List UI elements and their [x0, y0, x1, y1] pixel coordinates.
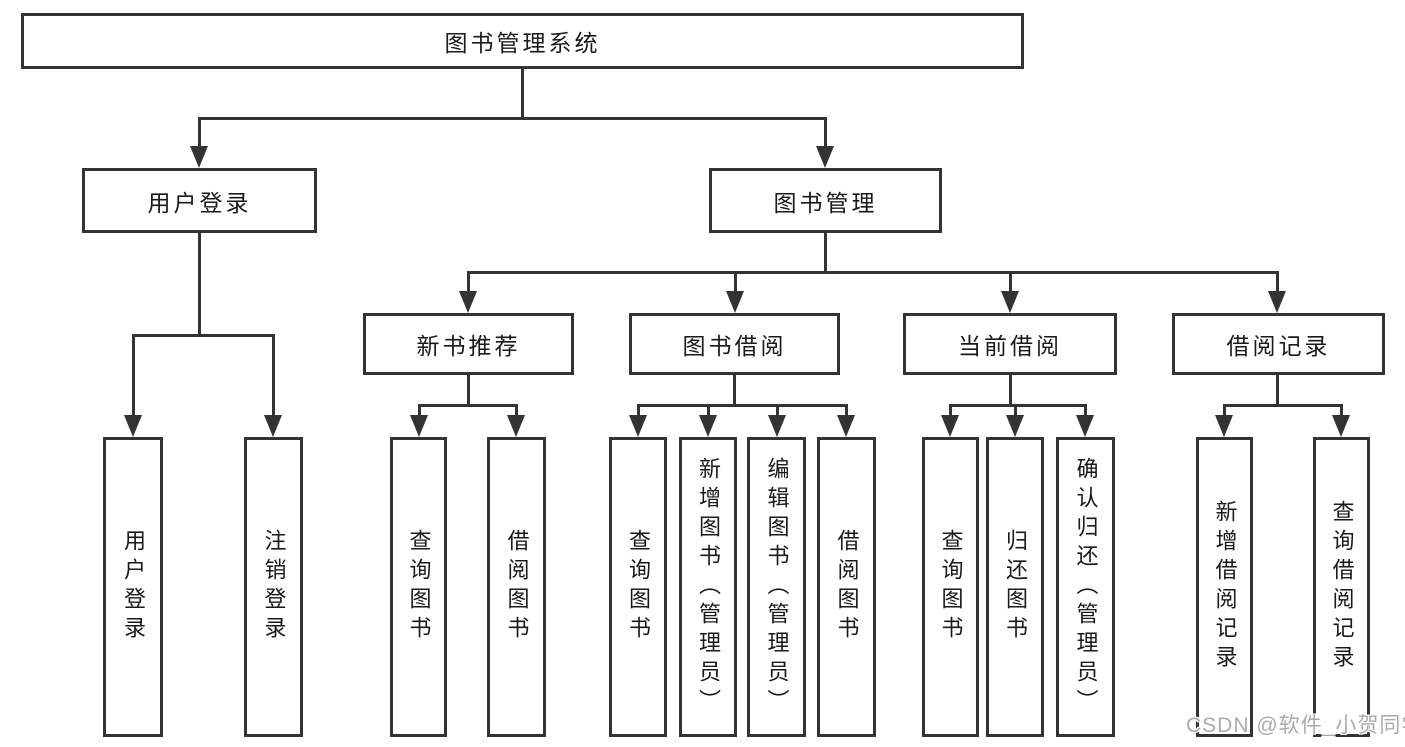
arrow-down-icon	[629, 415, 647, 437]
connector-drop	[132, 334, 135, 417]
node-label: 编辑图书（管理员）	[764, 456, 790, 718]
node-label: 用户登录	[147, 189, 252, 216]
connector-drop	[467, 271, 470, 293]
node-current-borrow: 当前借阅	[903, 313, 1117, 375]
node-borrow-records: 借阅记录	[1172, 313, 1385, 375]
connector-bus	[198, 117, 826, 120]
connector-bus	[467, 271, 1279, 274]
arrow-down-icon	[1006, 415, 1024, 437]
connector-drop	[734, 271, 737, 293]
node-new-book-recommend: 新书推荐	[363, 313, 574, 375]
arrow-down-icon	[1332, 415, 1350, 437]
node-label: 查询借阅记录	[1329, 500, 1355, 674]
connector-stem	[1009, 375, 1012, 407]
leaf-borrow-book: 借阅图书	[817, 437, 876, 737]
connector-drop	[845, 404, 848, 417]
arrow-down-icon	[699, 415, 717, 437]
node-user-login: 用户登录	[82, 168, 317, 233]
node-label: 图书管理系统	[444, 30, 601, 56]
leaf-query-book-recommend: 查询图书	[390, 437, 447, 737]
connector-drop	[418, 404, 421, 417]
leaf-borrow-book-recommend: 借阅图书	[487, 437, 546, 737]
arrow-down-icon	[816, 146, 834, 168]
node-label: 查询图书	[406, 529, 432, 645]
node-label: 确认归还（管理员）	[1073, 456, 1099, 718]
node-label: 当前借阅	[958, 333, 1062, 359]
node-label: 查询图书	[626, 529, 651, 645]
leaf-confirm-return-admin: 确认归还（管理员）	[1056, 437, 1115, 737]
connector-drop	[637, 404, 640, 417]
connector-bus	[1223, 404, 1342, 407]
arrow-down-icon	[1076, 415, 1094, 437]
connector-drop	[707, 404, 710, 417]
leaf-query-borrow-record: 查询借阅记录	[1313, 437, 1370, 737]
leaf-add-book-admin: 新增图书（管理员）	[679, 437, 737, 737]
connector-drop	[198, 117, 201, 149]
node-label: 新增图书（管理员）	[696, 456, 721, 718]
leaf-edit-book-admin: 编辑图书（管理员）	[747, 437, 806, 737]
connector-drop	[949, 404, 952, 417]
node-library-system: 图书管理系统	[21, 13, 1024, 69]
node-book-management: 图书管理	[709, 168, 942, 233]
arrow-down-icon	[124, 415, 142, 437]
arrow-down-icon	[1215, 415, 1233, 437]
connector-bus	[637, 404, 847, 407]
csdn-watermark: CSDN @软件_小贺同学	[1186, 714, 1405, 737]
arrow-down-icon	[507, 415, 525, 437]
connector-stem	[521, 69, 524, 120]
connector-stem	[733, 375, 736, 407]
node-label: 借阅图书	[834, 529, 860, 645]
node-label: 新书推荐	[416, 333, 521, 359]
node-label: 归还图书	[1003, 529, 1028, 645]
arrow-down-icon	[726, 291, 744, 313]
connector-drop	[1009, 271, 1012, 293]
arrow-down-icon	[941, 415, 959, 437]
leaf-logout-login: 注销登录	[244, 437, 303, 737]
connector-bus	[949, 404, 1086, 407]
connector-stem	[467, 375, 470, 407]
leaf-user-login: 用户登录	[103, 437, 163, 737]
connector-drop	[824, 117, 827, 149]
connector-bus	[132, 334, 275, 337]
leaf-query-book-borrow: 查询图书	[609, 437, 667, 737]
node-label: 借阅图书	[504, 529, 530, 645]
arrow-down-icon	[837, 415, 855, 437]
arrow-down-icon	[1001, 291, 1019, 313]
connector-drop	[515, 404, 518, 417]
node-label: 图书管理	[773, 189, 878, 216]
leaf-add-borrow-record: 新增借阅记录	[1196, 437, 1253, 737]
connector-drop	[1223, 404, 1226, 417]
node-label: 用户登录	[121, 529, 146, 645]
connector-drop	[1276, 271, 1279, 293]
node-label: 查询图书	[938, 529, 964, 645]
leaf-query-book-current: 查询图书	[922, 437, 979, 737]
connector-drop	[1014, 404, 1017, 417]
arrow-down-icon	[264, 415, 282, 437]
leaf-return-book: 归还图书	[986, 437, 1044, 737]
connector-drop	[1340, 404, 1343, 417]
arrow-down-icon	[190, 146, 208, 168]
connector-stem	[824, 233, 827, 274]
connector-drop	[1084, 404, 1087, 417]
arrow-down-icon	[768, 415, 786, 437]
node-label: 借阅记录	[1226, 333, 1331, 359]
connector-stem	[198, 233, 201, 337]
node-book-borrow: 图书借阅	[629, 313, 840, 375]
node-label: 注销登录	[261, 529, 287, 645]
connector-drop	[776, 404, 779, 417]
connector-bus	[418, 404, 518, 407]
arrow-down-icon	[1268, 291, 1286, 313]
node-label: 新增借阅记录	[1212, 500, 1238, 674]
connector-stem	[1276, 375, 1279, 407]
arrow-down-icon	[459, 291, 477, 313]
arrow-down-icon	[410, 415, 428, 437]
node-label: 图书借阅	[682, 333, 787, 359]
connector-drop	[272, 334, 275, 417]
